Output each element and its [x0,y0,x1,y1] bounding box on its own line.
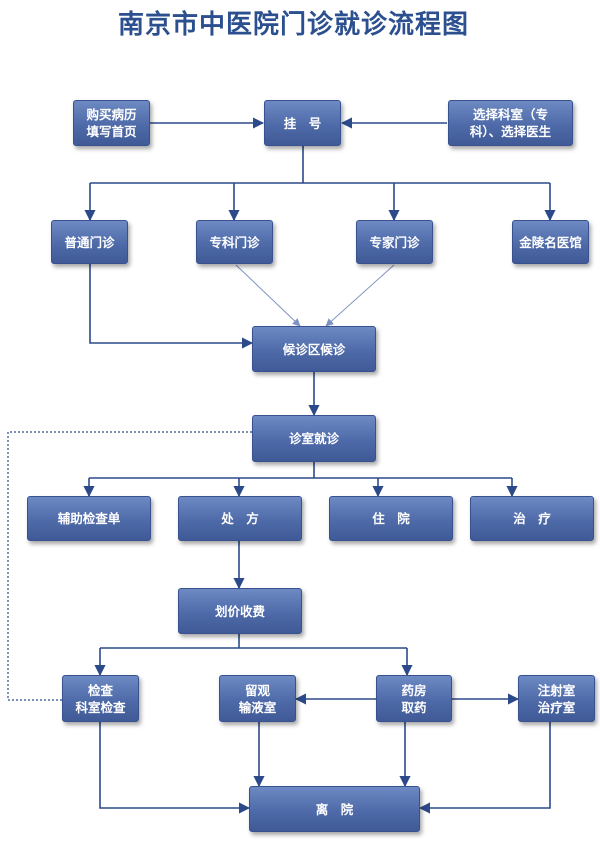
node-consultation: 诊室就诊 [252,415,376,462]
page-title: 南京市中医院门诊就诊流程图 [118,10,470,40]
node-jinling-hall: 金陵名医馆 [512,220,589,264]
node-purchase-record: 购买病历 填写首页 [73,100,150,146]
edge-exam-consult-dotted [7,431,252,701]
edge-injection-leave [418,722,551,814]
node-inpatient: 住 院 [329,496,453,541]
node-auxiliary-exam: 辅助检查单 [27,496,151,541]
edge-general-waiting [89,264,254,349]
node-billing: 划价收费 [178,588,302,634]
node-prescription: 处 方 [178,496,302,541]
node-general-clinic: 普通门诊 [51,220,128,264]
node-pharmacy: 药房 取药 [376,675,452,722]
node-exam-department: 检查 科室检查 [62,675,139,722]
node-specialty-clinic: 专科门诊 [196,220,273,264]
node-expert-clinic: 专家门诊 [356,220,433,264]
node-treatment: 治 疗 [470,496,594,541]
node-leave-hospital: 离 院 [249,786,420,832]
edge-specialty-waiting [235,264,301,327]
node-register: 挂 号 [264,100,341,146]
edge-expert-waiting [325,264,395,327]
node-waiting-area: 候诊区候诊 [252,326,376,372]
edge-exam-leave [99,722,251,814]
node-injection-room: 注射室 治疗室 [518,675,595,722]
node-infusion-room: 留观 输液室 [219,675,296,722]
node-select-department: 选择科室（专 科）、选择医生 [448,100,573,146]
